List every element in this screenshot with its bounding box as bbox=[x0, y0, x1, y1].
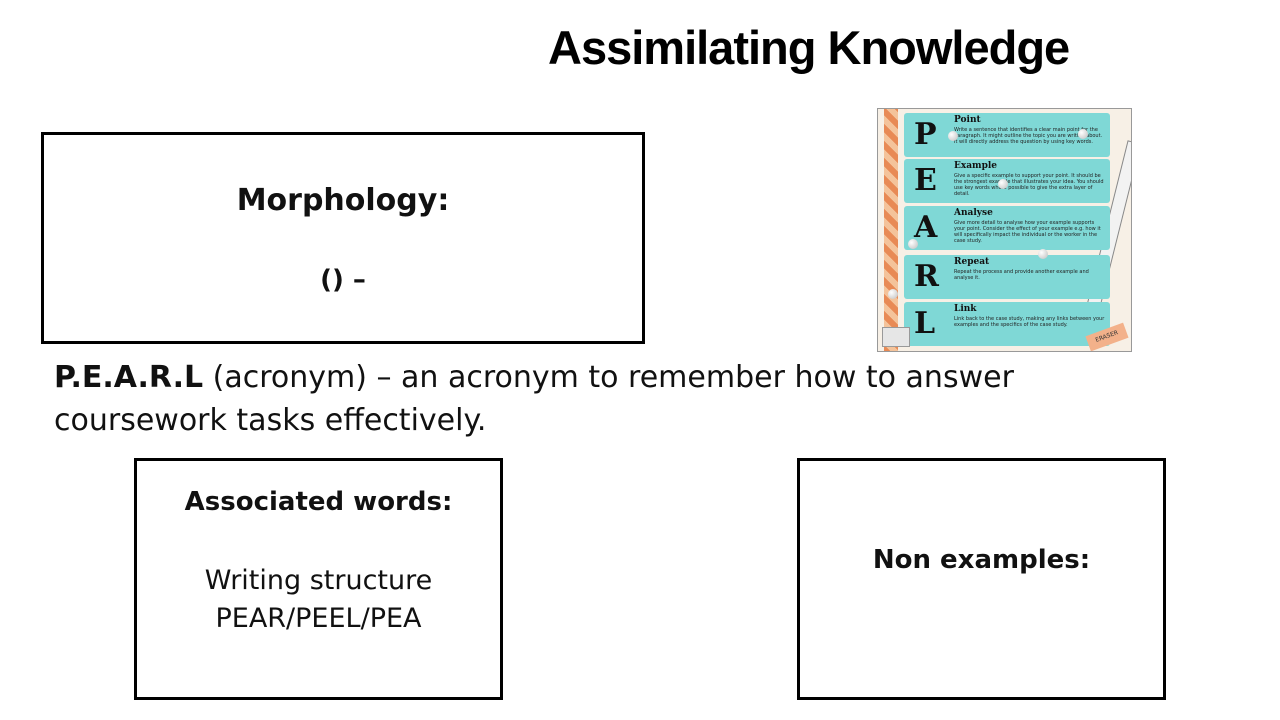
pearl-text: Link back to the case study, making any … bbox=[954, 316, 1105, 328]
pencil-graphic bbox=[884, 109, 898, 351]
slide-title: Assimilating Knowledge bbox=[548, 21, 1070, 74]
pearl-row-repeat: R Repeat Repeat the process and provide … bbox=[904, 255, 1110, 299]
pearl-bead-icon bbox=[948, 131, 958, 141]
pearl-bead-icon bbox=[888, 289, 898, 299]
pearl-text: Write a sentence that identifies a clear… bbox=[954, 127, 1103, 145]
pearl-bead-icon bbox=[998, 179, 1008, 189]
associated-word: PEAR/PEEL/PEA bbox=[215, 603, 422, 634]
sharpener-graphic bbox=[882, 327, 910, 347]
pearl-letter: P bbox=[914, 117, 937, 152]
pearl-heading: Link bbox=[954, 304, 977, 314]
morphology-heading: Morphology: bbox=[236, 183, 450, 218]
pearl-bead-icon bbox=[1038, 249, 1048, 259]
pearl-letter: A bbox=[914, 210, 938, 245]
associated-words-box: Associated words: Writing structure PEAR… bbox=[134, 458, 503, 700]
pearl-definition: P.E.A.R.L (acronym) – an acronym to reme… bbox=[54, 356, 1094, 442]
pearl-heading: Analyse bbox=[954, 208, 993, 218]
pearl-letter: R bbox=[914, 259, 939, 294]
definition-text: (acronym) – an acronym to remember how t… bbox=[54, 360, 1014, 438]
pearl-bead-icon bbox=[1078, 129, 1088, 139]
morphology-value: () – bbox=[320, 265, 366, 295]
non-examples-box: Non examples: bbox=[797, 458, 1166, 700]
pearl-row-link: L Link Link back to the case study, maki… bbox=[904, 302, 1110, 346]
pearl-text: Give more detail to analyse how your exa… bbox=[954, 220, 1101, 244]
associated-heading: Associated words: bbox=[184, 487, 453, 517]
pearl-row-example: E Example Give a specific example to sup… bbox=[904, 159, 1110, 203]
definition-term: P.E.A.R.L bbox=[54, 360, 204, 395]
morphology-box: Morphology: () – bbox=[41, 132, 645, 344]
pearl-letter: L bbox=[914, 306, 936, 341]
associated-word: Writing structure bbox=[204, 565, 433, 596]
pearl-row-point: P Point Write a sentence that identifies… bbox=[904, 113, 1110, 157]
pearl-heading: Repeat bbox=[954, 257, 990, 267]
pearl-row-analyse: A Analyse Give more detail to analyse ho… bbox=[904, 206, 1110, 250]
pearl-heading: Point bbox=[954, 115, 981, 125]
pearl-text: Give a specific example to support your … bbox=[954, 173, 1104, 197]
pearl-bead-icon bbox=[908, 239, 918, 249]
pearl-poster-image: P Point Write a sentence that identifies… bbox=[877, 108, 1132, 352]
pearl-letter: E bbox=[914, 163, 937, 198]
pearl-text: Repeat the process and provide another e… bbox=[954, 269, 1089, 281]
pearl-heading: Example bbox=[954, 161, 998, 171]
non-examples-heading: Non examples: bbox=[872, 545, 1091, 575]
